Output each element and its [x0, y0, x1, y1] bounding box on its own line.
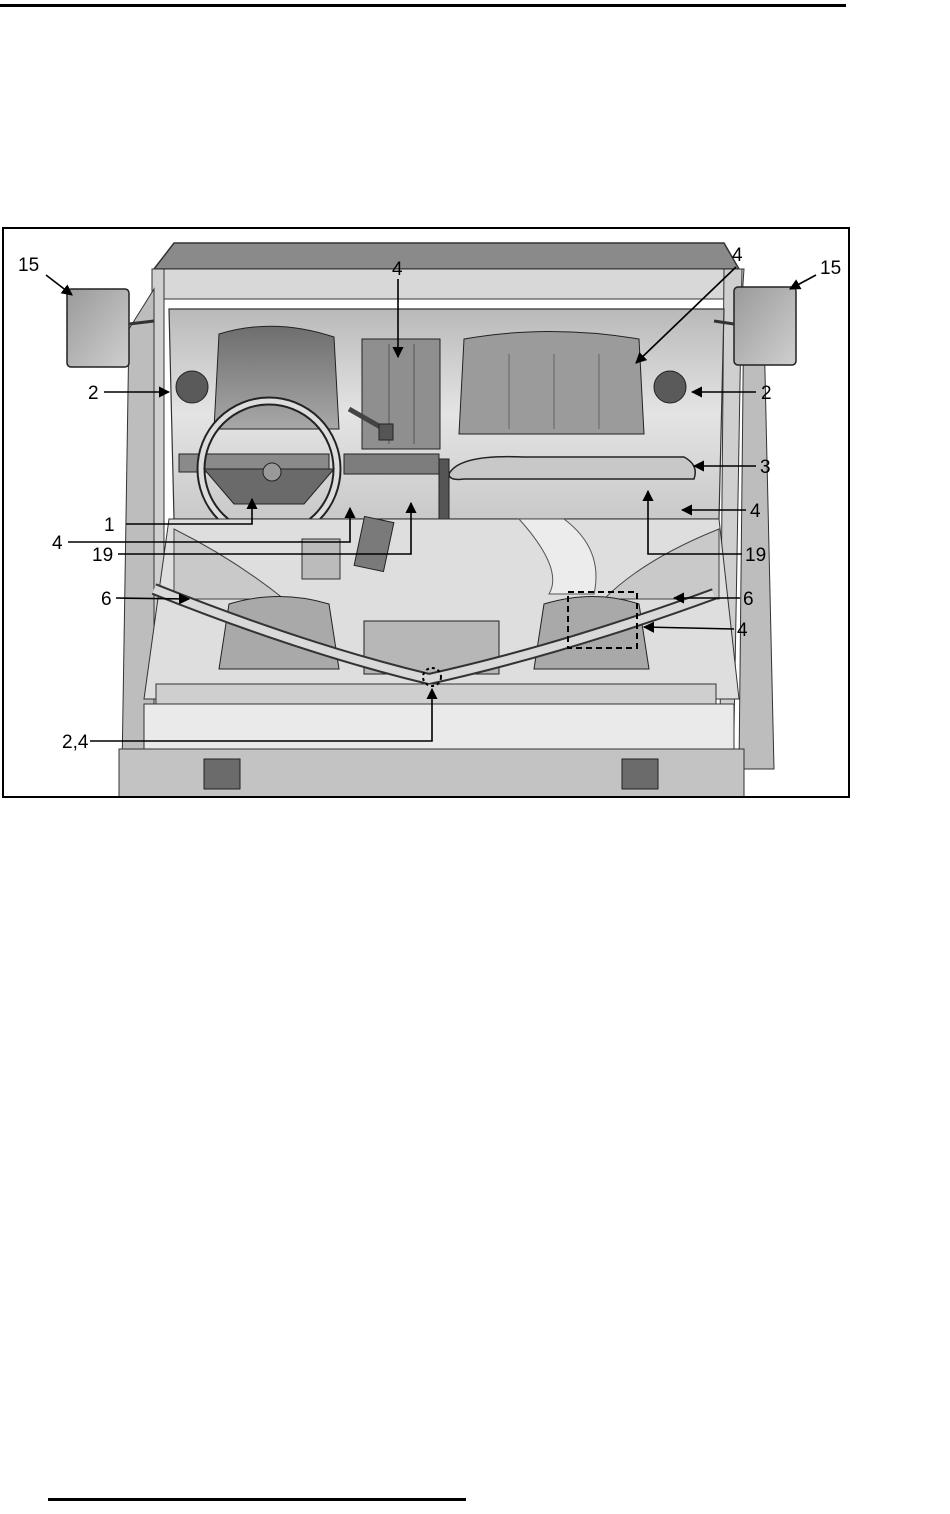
callout-4-top-right: 4: [732, 245, 743, 266]
leader-6-left: [116, 598, 189, 599]
callout-6-left: 6: [101, 589, 112, 610]
callout-2-4-bottom: 2,4: [62, 732, 89, 753]
callout-4-right-mid: 4: [750, 501, 761, 522]
callout-3: 3: [760, 457, 771, 478]
callout-4-right-lower: 4: [737, 620, 748, 641]
callout-4-left-lower: 4: [52, 533, 63, 554]
callout-1: 1: [104, 515, 115, 536]
callout-19-left: 19: [92, 545, 113, 566]
top-rule: [0, 4, 846, 7]
callout-15-left: 15: [18, 255, 39, 276]
callout-19-right: 19: [745, 545, 766, 566]
leader-15-right: [790, 275, 816, 289]
roof: [154, 243, 744, 299]
callout-2-left: 2: [88, 383, 99, 404]
callout-15-right: 15: [820, 258, 841, 279]
leader-15-left: [46, 275, 72, 295]
vehicle-illustration: 15 15 4 4 2 2 3 1 4 4 19 19 6 6 4 2,4: [4, 229, 850, 798]
callout-6-right: 6: [743, 589, 754, 610]
callout-4-top-center: 4: [392, 259, 403, 280]
bottom-rule: [48, 1498, 466, 1501]
callout-2-right: 2: [761, 383, 772, 404]
vehicle-interior-figure: 15 15 4 4 2 2 3 1 4 4 19 19 6 6 4 2,4: [2, 227, 850, 798]
